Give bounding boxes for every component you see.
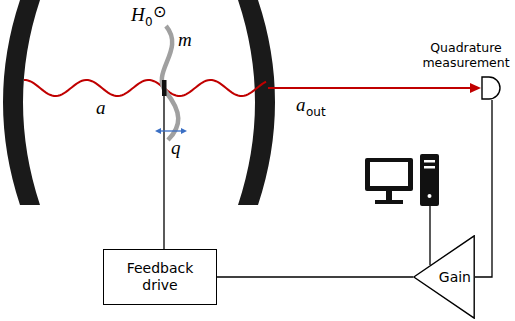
detector: Quadrature measurement [420, 40, 512, 100]
output-beam [268, 87, 472, 89]
node-text: Gain [439, 269, 471, 285]
photodetector-symbol [481, 76, 505, 100]
signal-wire [475, 100, 492, 277]
node-text: Feedback drive [119, 260, 201, 295]
output-arrowhead [470, 83, 481, 93]
displacement-arrowhead [181, 128, 187, 134]
displacement-arrowhead [155, 128, 161, 134]
feedback-box: Feedback drive [103, 249, 217, 305]
cavity-mirror [3, 0, 40, 205]
symbol-label: ⊙ [153, 4, 166, 20]
computer-icon [365, 154, 439, 206]
cavity-mirror [238, 0, 275, 205]
cavity-field [24, 80, 266, 96]
symbol-label: 0 [145, 16, 153, 28]
membrane [162, 26, 178, 140]
symbol-label: a [296, 95, 306, 114]
signal-wire [217, 277, 413, 278]
displacement-arrow [158, 130, 184, 131]
symbol-label: out [306, 106, 326, 118]
symbol-label: H [131, 5, 145, 24]
symbol-label: a [96, 98, 106, 117]
feedback-wire [163, 96, 164, 252]
node-text: Quadrature measurement [420, 40, 512, 70]
membrane-center [162, 80, 167, 96]
symbol-label: m [178, 30, 192, 49]
symbol-label: q [171, 138, 181, 157]
gain-amplifier: Gain [413, 235, 475, 319]
computer-wire [429, 206, 430, 265]
